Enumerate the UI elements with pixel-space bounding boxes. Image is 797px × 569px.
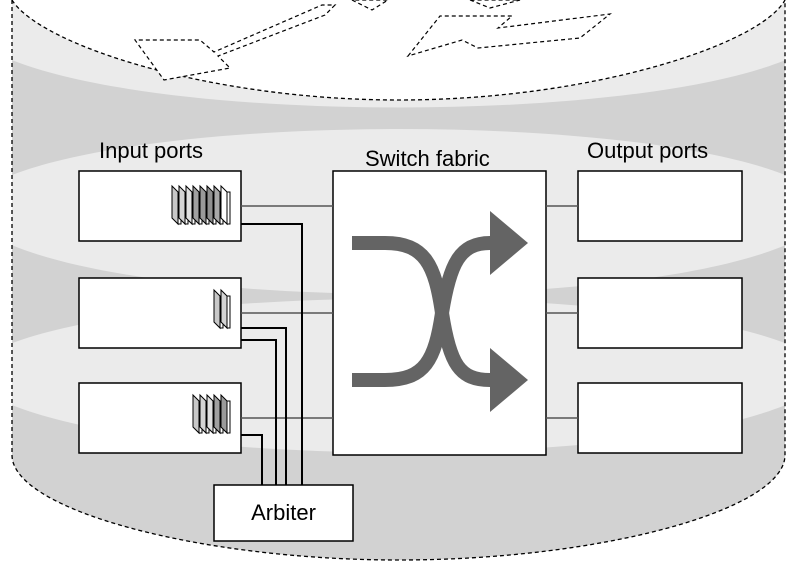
queued-packet [213, 288, 221, 330]
queued-packet [199, 184, 207, 226]
packet-queues [171, 184, 231, 435]
router-arrow-left-icon [133, 4, 337, 81]
queued-packet [199, 393, 207, 435]
output-port-1 [577, 170, 743, 242]
queued-packet [213, 184, 221, 226]
crossbar-arrows-icon [352, 211, 528, 412]
router-arrow-top-right-icon [469, 0, 521, 9]
queued-packet [171, 184, 179, 226]
output-port-2 [577, 277, 743, 349]
queued-packet [220, 184, 228, 226]
queued-packet [178, 184, 186, 226]
queued-packet [185, 184, 193, 226]
queued-packet [206, 393, 214, 435]
queued-packet [220, 393, 228, 435]
router-arrow-right-icon [406, 13, 613, 58]
input-ports-label: Input ports [99, 138, 203, 163]
arbiter-wires [241, 223, 303, 485]
queued-packet [192, 393, 200, 435]
queued-packet-edge [226, 191, 231, 225]
queued-packet-edge [226, 295, 231, 329]
output-ports-label: Output ports [587, 138, 709, 163]
router-outline [11, 0, 786, 561]
queued-packet [220, 288, 228, 330]
queued-packet-edge [226, 400, 231, 434]
queued-packet [213, 393, 221, 435]
arbiter-label: Arbiter [251, 500, 316, 525]
queued-packet [192, 184, 200, 226]
arbiter-box [213, 484, 354, 542]
output-links [546, 205, 578, 419]
router-arrow-top-left-icon [351, 0, 390, 11]
switch-fabric-label: Switch fabric [365, 146, 490, 171]
queued-packet [206, 184, 214, 226]
output-port-3 [577, 382, 743, 454]
